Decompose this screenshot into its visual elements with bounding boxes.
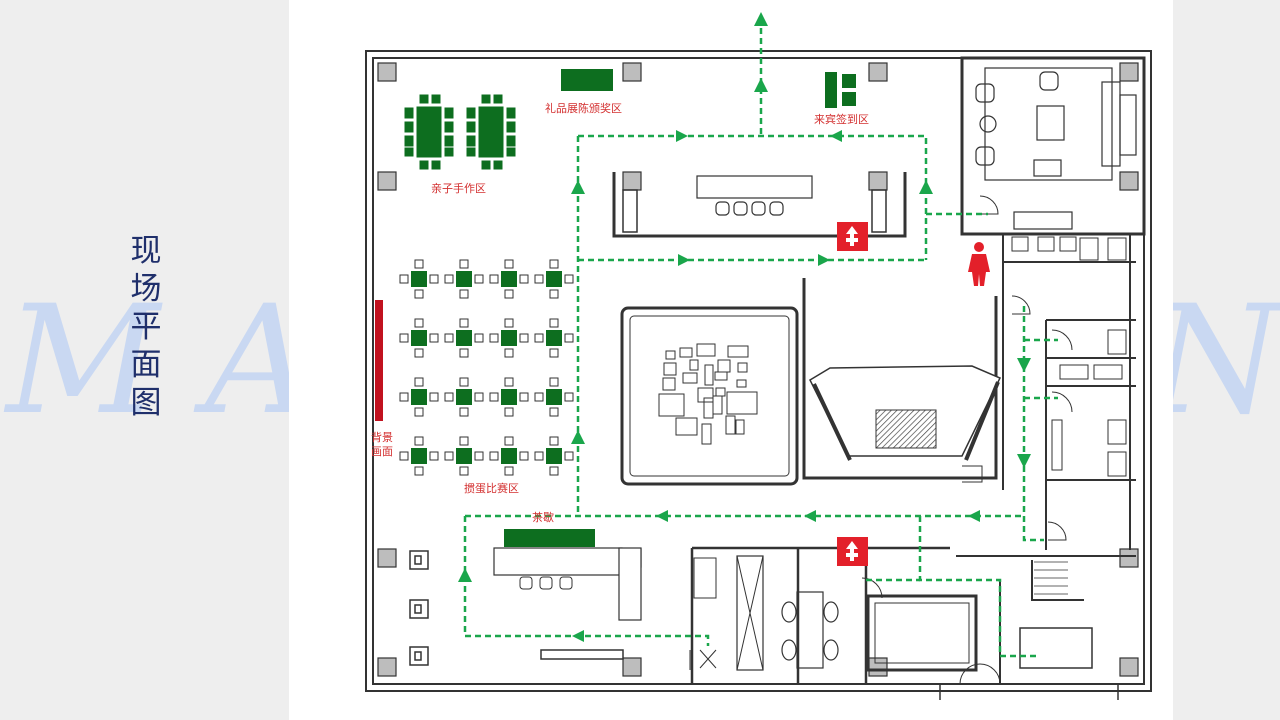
stage-platform [802, 278, 1002, 483]
service-core [979, 195, 1136, 550]
meeting-room [960, 56, 1146, 236]
egg-contest-tables [399, 259, 574, 476]
label-gift-display: 礼品展陈颁奖区 [545, 101, 622, 115]
slide-title: 现场平面图 [130, 233, 162, 421]
label-egg-contest: 掼蛋比赛区 [464, 481, 519, 495]
exterior-walls [365, 50, 1152, 692]
back-of-house [689, 546, 1136, 700]
watermark-letter-m: M [3, 274, 163, 430]
gift-display-table [561, 69, 613, 91]
tea-break-counter [493, 529, 642, 621]
fire-hydrant-icon [837, 222, 868, 251]
signin-desk [825, 72, 856, 108]
label-backdrop-line2: 画面 [371, 446, 393, 458]
label-tea-break: 茶歇 [532, 511, 554, 524]
stage-block [612, 172, 907, 238]
lounge-seats [409, 550, 624, 666]
route-arrows [458, 12, 1031, 642]
backdrop-panel [375, 300, 383, 421]
label-guest-signin: 来宾签到区 [814, 112, 869, 126]
staff-person-icon [968, 242, 990, 286]
art-island [620, 306, 799, 486]
label-parent-child: 亲子手作区 [431, 181, 486, 195]
parent-child-tables [403, 93, 517, 171]
label-backdrop-line1: 背景 [371, 430, 393, 444]
fire-hydrant-icon [837, 537, 868, 566]
